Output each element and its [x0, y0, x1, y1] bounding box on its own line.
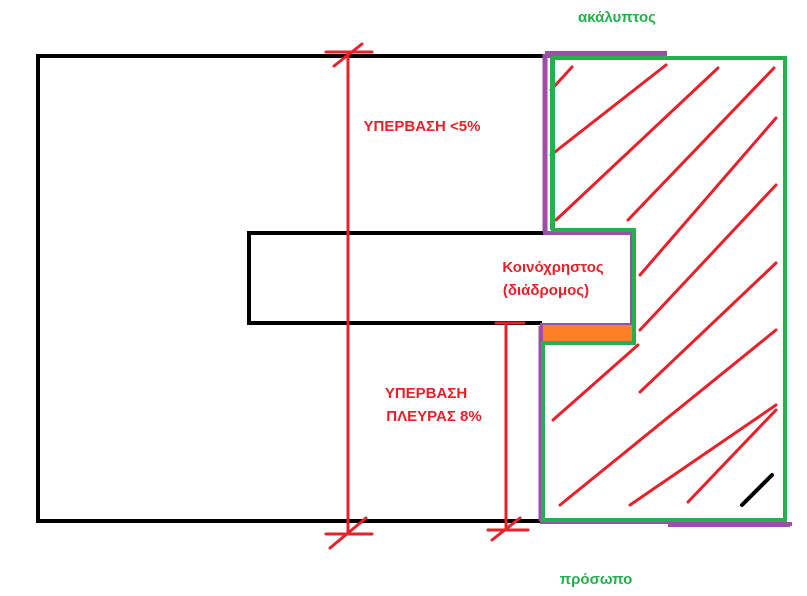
hatch-line [549, 63, 668, 157]
label-courtyard: ακάλυπτος [578, 9, 656, 26]
dim-tall-slash-bottom [328, 516, 368, 550]
hatch-line [554, 66, 720, 222]
hatch-line [686, 408, 778, 504]
hatch-line [551, 343, 640, 422]
label-excess-5: ΥΠΕΡΒΑΣΗ <5% [364, 118, 481, 135]
hatch-line [628, 403, 778, 507]
hatch-line [638, 116, 778, 277]
hatch-line [638, 183, 778, 332]
label-frontage: πρόσωπο [560, 571, 633, 588]
label-excess-8-line2: ΠΛΕΥΡΑΣ 8% [386, 408, 481, 425]
dim-tall-slash-top [332, 42, 364, 68]
orange-strip [543, 325, 632, 341]
hatch-line [626, 66, 776, 222]
green-boundary [541, 56, 787, 522]
hatch-line [638, 261, 778, 394]
dim-short-slash-bottom [490, 516, 522, 542]
label-excess-8-line1: ΥΠΕΡΒΑΣΗ [385, 385, 467, 402]
label-corridor-line2: (διάδρομος) [503, 282, 589, 299]
courtyard-hatch [549, 63, 778, 507]
building-outline [36, 54, 547, 523]
dimension-lines [324, 42, 530, 550]
label-corridor-line1: Κοινόχρηστος [502, 259, 604, 276]
black-mark [740, 473, 774, 507]
hatch-line [558, 328, 778, 507]
